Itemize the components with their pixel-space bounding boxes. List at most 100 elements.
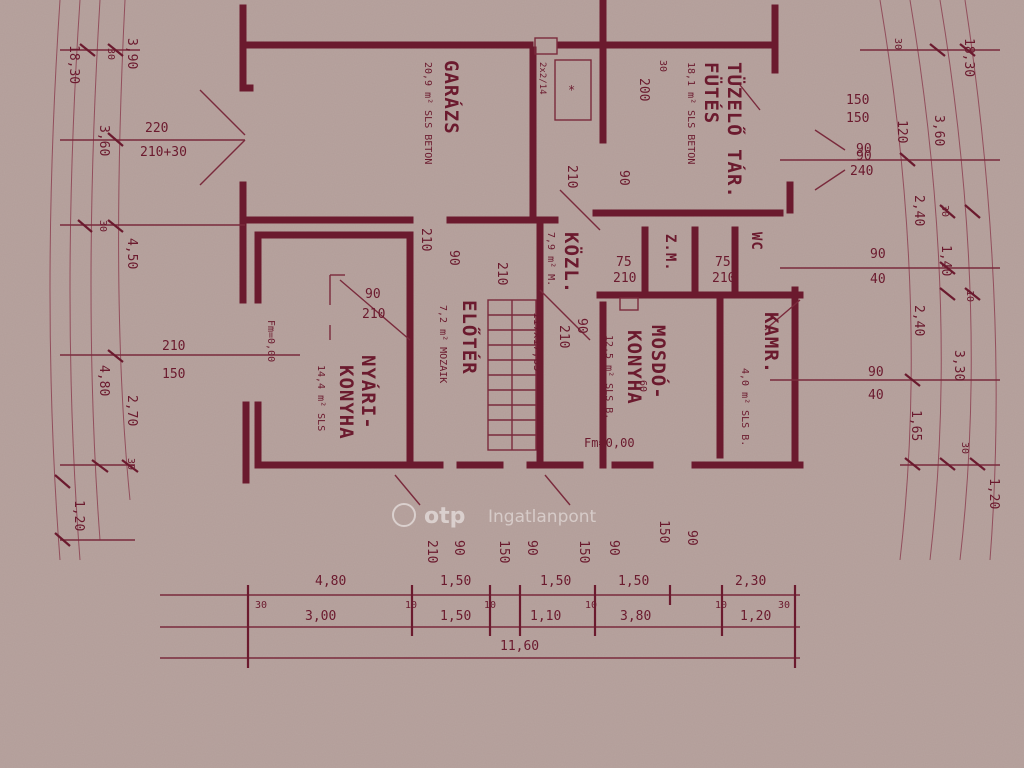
int-dim-6: 210 [564,165,579,188]
staircase [487,299,537,451]
int-dim-12: 210 [362,307,385,322]
room-tuzelo-area: 18,1 m² SLS BETON [685,62,696,164]
int-dim-13: 90 [365,287,381,302]
window-dim-2: 210 [162,339,185,354]
right-small-1: 150 [846,111,869,126]
room-mosdo-area: 12,5 m² SLS B. [603,335,614,419]
bottom-opening-dims: 210 90 150 90 150 90 150 90 [424,520,699,563]
room-mosdo-subtitle: KONYHA [623,330,645,405]
room-kamra: KAMR. 4,0 m² SLS B. [739,312,782,446]
left-dim-5: 4,80 [96,365,111,396]
door-level: Fm=0,00 [265,320,276,362]
room-eloter-area: 7,2 m² MOZAIK [437,305,448,383]
int-dim-4: 30 [657,60,668,72]
room-kamra-area: 4,0 m² SLS B. [739,368,750,446]
dim-row2-4: 10 [484,600,496,611]
window-dim-0: 220 [145,121,168,136]
right-dim-9: 30 [959,442,970,454]
dimension-arcs [49,0,997,561]
right-dim-8: 1,65 [908,410,923,441]
opening-3: 90 [524,540,539,556]
bottom-dims-row2: 30 3,00 10 1,50 10 1,10 10 3,80 10 1,20 … [255,600,790,624]
bottom-dimension-lines [160,585,800,668]
room-kamra-name: KAMR. [760,312,782,374]
left-dim-0: 3,90 [124,38,139,69]
int-dim-10: 90 [446,250,461,266]
right-dim-2: 2,40 [911,195,926,226]
left-dim-6: 2,70 [124,395,139,426]
right-small-8: 90 [868,365,884,380]
room-wc: WC [748,232,764,251]
right-dim-7: 3,30 [951,350,966,381]
left-window-dims: 220 210+30 210 150 [140,121,187,382]
right-small-5: 240 [850,164,873,179]
dim-row1-3: 1,50 [618,574,649,589]
left-dim-3: 30 [97,220,108,232]
dim-row1-2: 1,50 [540,574,571,589]
bottom-dims-total: 11,60 [500,639,539,654]
left-dim-8: 1,20 [71,500,86,531]
left-dim-2: 3,60 [96,125,111,156]
room-nyari-name: NYÁRI- [357,355,380,430]
dim-row2-2: 10 [405,600,417,611]
misc-annotations: Fm=0,00 2x2/14 Fm=0,00 [265,62,635,450]
right-dim-4: 1,40 [938,245,953,276]
right-dim-10: 1,20 [986,478,1001,509]
walls [239,0,804,484]
int-dim-5: 200 [636,78,651,101]
interior-dims: 30 200 210 90 210 90 210 90 210 75 210 7… [362,60,735,392]
right-dim-11: 18,30 [961,38,976,77]
bottom-dims-row1: 4,80 1,50 1,50 1,50 2,30 [315,574,766,589]
int-dim-15: 75 [616,255,632,270]
svg-text:*: * [568,83,575,97]
room-garazs: GARÁZS 20,9 m² SLS BETON [422,60,463,164]
right-small-6: 90 [870,247,886,262]
dim-row2-9: 1,20 [740,609,771,624]
left-dim-4: 4,50 [124,238,139,269]
opening-1: 90 [451,540,466,556]
left-dim-9: 18,30 [66,45,81,84]
reference-lines [60,49,1000,541]
room-garazs-area: 20,9 m² SLS BETON [422,62,433,164]
right-small-2: 120 [894,120,909,143]
right-small-9: 40 [868,388,884,403]
opening-4: 150 [576,540,591,563]
int-dim-16: 210 [613,271,636,286]
dim-row2-10: 30 [778,600,790,611]
int-dim-18: 210 [712,271,735,286]
room-kozl-name: KÖZL. [560,232,584,294]
room-garazs-name: GARÁZS [440,60,463,135]
int-dim-17: 75 [715,255,731,270]
dim-row1-0: 4,80 [315,574,346,589]
right-dim-5: 10 [964,290,975,302]
right-small-4: 90 [856,149,872,164]
right-dim-1: 3,60 [931,115,946,146]
watermark: otp Ingatlanpont [392,503,597,529]
right-small-0: 150 [846,93,869,108]
room-tuzelo-name: TÜZELŐ TÁR. [723,62,747,199]
room-mosdo: MOSDÓ- KONYHA 12,5 m² SLS B. [603,325,671,419]
dim-row2-8: 10 [715,600,727,611]
dim-row2-0: 30 [255,600,267,611]
side-ticks [54,43,986,547]
chimney-label: 2x2/14 [537,62,547,95]
int-dim-20: 210 [556,325,571,348]
room-nyari: NYÁRI- KONYHA 14,4 m² SLS [315,355,380,440]
room-nyari-area: 14,4 m² SLS [315,365,326,431]
right-dim-3: 30 [939,205,950,217]
right-dims: 30 3,60 2,40 30 1,40 10 2,40 3,30 1,65 3… [892,38,1001,509]
room-zm-name: Z.M. [662,234,678,272]
window-dim-1: 210+30 [140,145,187,160]
room-eloter: ELŐTÉR 7,2 m² MOZAIK [437,300,482,383]
int-dim-7: 90 [616,170,631,186]
int-dim-21: 117x17,65 [531,312,544,372]
int-dim-11: 210 [494,262,509,285]
right-dim-6: 2,40 [911,305,926,336]
window-dim-3: 150 [162,367,185,382]
opening-6: 150 [656,520,671,543]
opening-0: 210 [424,540,439,563]
left-dims: 3,90 30 3,60 30 4,50 4,80 2,70 30 1,20 1… [66,38,139,531]
dim-row1-1: 1,50 [440,574,471,589]
opening-5: 90 [606,540,621,556]
